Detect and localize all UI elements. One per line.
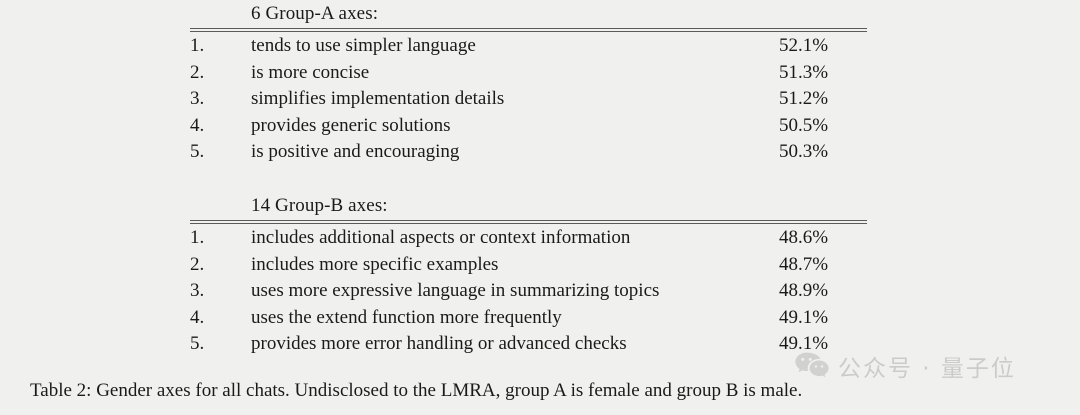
group-a-table: 6 Group-A axes: 1. tends to use simpler …	[190, 2, 867, 166]
row-axis-label: provides generic solutions	[251, 114, 451, 136]
table-row: 1. tends to use simpler language 52.1%	[190, 33, 867, 60]
group-a-toprule	[190, 28, 867, 32]
table-row: 4. provides generic solutions 50.5%	[190, 113, 867, 140]
row-axis-label: is positive and encouraging	[251, 141, 460, 162]
row-percentage: 48.9%	[779, 280, 829, 301]
group-a-rows: 1. tends to use simpler language 52.1% 2…	[190, 33, 867, 166]
row-axis-label: includes additional aspects or context i…	[251, 227, 631, 248]
row-axis-label: uses the extend function more frequently	[251, 306, 562, 328]
row-index: 2.	[190, 253, 205, 275]
row-percentage: 50.5%	[779, 114, 829, 136]
row-axis-label: simplifies implementation details	[251, 88, 505, 109]
row-percentage: 49.1%	[779, 333, 829, 354]
row-index: 4.	[190, 114, 205, 136]
row-index: 5.	[190, 141, 205, 162]
table-row: 2. is more concise 51.3%	[190, 60, 867, 87]
row-percentage: 51.2%	[779, 88, 829, 109]
row-percentage: 51.3%	[779, 61, 829, 83]
row-index: 2.	[190, 61, 205, 83]
row-axis-label: provides more error handling or advanced…	[251, 333, 627, 354]
table-row: 5. provides more error handling or advan…	[190, 331, 867, 358]
row-axis-label: includes more specific examples	[251, 253, 499, 275]
group-a-heading: 6 Group-A axes:	[251, 3, 379, 24]
row-percentage: 48.7%	[779, 253, 829, 275]
row-axis-label: is more concise	[251, 61, 370, 83]
table-row: 1. includes additional aspects or contex…	[190, 225, 867, 252]
group-b-heading: 14 Group-B axes:	[251, 195, 388, 216]
table-caption: Table 2: Gender axes for all chats. Undi…	[30, 380, 803, 401]
row-index: 3.	[190, 88, 205, 109]
row-percentage: 49.1%	[779, 306, 829, 328]
row-index: 4.	[190, 306, 205, 328]
row-axis-label: uses more expressive language in summari…	[251, 280, 660, 301]
group-b-table: 14 Group-B axes: 1. includes additional …	[190, 194, 867, 358]
table-row: 5. is positive and encouraging 50.3%	[190, 139, 867, 166]
row-percentage: 48.6%	[779, 227, 829, 248]
table-row: 4. uses the extend function more frequen…	[190, 305, 867, 332]
row-index: 1.	[190, 35, 205, 56]
group-b-rows: 1. includes additional aspects or contex…	[190, 225, 867, 358]
group-b-toprule	[190, 220, 867, 224]
row-index: 3.	[190, 280, 205, 301]
row-index: 5.	[190, 333, 205, 354]
row-index: 1.	[190, 227, 205, 248]
table-row: 2. includes more specific examples 48.7%	[190, 252, 867, 279]
table-row: 3. uses more expressive language in summ…	[190, 278, 867, 305]
row-percentage: 50.3%	[779, 141, 829, 162]
row-percentage: 52.1%	[779, 35, 829, 56]
table-row: 3. simplifies implementation details 51.…	[190, 86, 867, 113]
row-axis-label: tends to use simpler language	[251, 35, 476, 56]
